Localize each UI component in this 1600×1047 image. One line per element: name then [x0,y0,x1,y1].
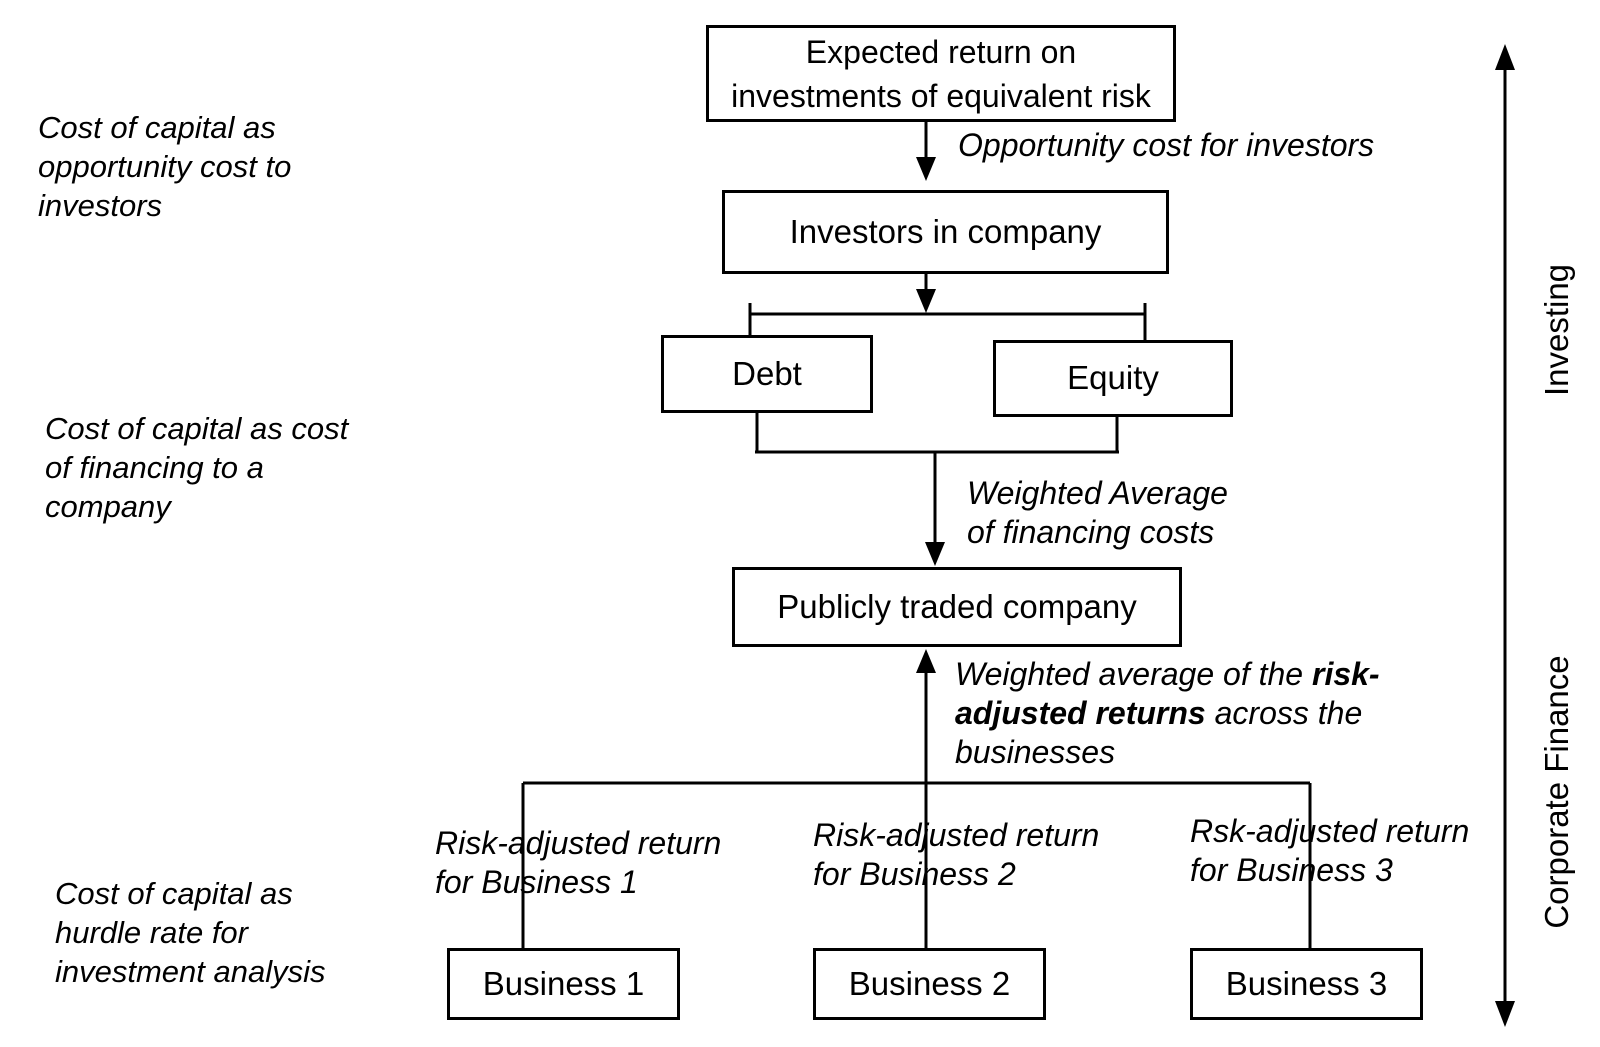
label-return-business-3-line1: Rsk-adjusted return [1190,813,1470,849]
label-wacc-line1: Weighted Average [967,475,1228,511]
label-risk-adjusted-average: Weighted average of the risk- adjusted r… [955,655,1380,772]
axis-label-corporate-finance: Corporate Finance [1538,655,1575,929]
box-equity-label: Equity [1067,359,1159,397]
box-debt: Debt [661,335,873,413]
box-publicly-traded: Publicly traded company [732,567,1182,647]
side-label-opportunity-line2: opportunity cost to [38,149,292,184]
side-label-hurdle-line2: hurdle rate for [55,915,248,950]
box-business-2-label: Business 2 [848,964,1011,1002]
label-return-business-2-line1: Risk-adjusted return [813,817,1100,853]
arrowhead-bracket [916,289,936,313]
label-risk-adjusted-line1-bold: risk- [1311,656,1380,692]
side-label-financing-line1: Cost of capital as cost [45,411,349,446]
box-investors: Investors in company [722,190,1169,274]
label-return-business-3: Rsk-adjusted return for Business 3 [1190,812,1469,890]
box-business-2: Business 2 [813,948,1046,1020]
box-business-1: Business 1 [447,948,680,1020]
side-label-opportunity-line1: Cost of capital as [38,110,276,145]
arrowhead-axis-top [1495,44,1515,70]
side-label-opportunity-line3: investors [38,188,163,223]
box-business-3-label: Business 3 [1225,964,1388,1002]
box-expected-return-line2: investments of equivalent risk [731,77,1151,114]
label-risk-adjusted-average-line3: businesses [955,734,1116,770]
side-label-hurdle-line3: investment analysis [55,954,326,989]
box-equity: Equity [993,340,1233,417]
arrowhead-company-down [925,542,945,566]
label-opportunity-cost: Opportunity cost for investors [958,127,1375,163]
box-business-3: Business 3 [1190,948,1423,1020]
box-investors-label: Investors in company [789,212,1102,250]
box-business-1-label: Business 1 [482,964,645,1002]
label-wacc-line2: of financing costs [967,514,1215,550]
arrowhead-investors [916,157,936,181]
label-risk-adjusted-average-line1: Weighted average of the risk- [955,655,1380,694]
line-businesses-top [521,781,1312,948]
box-expected-return-line1: Expected return on [805,33,1077,70]
box-debt-label: Debt [732,354,802,392]
bracket-debt-equity [748,303,1147,340]
side-label-hurdle: Cost of capital as hurdle rate for inves… [55,874,326,991]
side-label-financing: Cost of capital as cost of financing to … [45,409,348,526]
label-wacc: Weighted Average of financing costs [967,474,1228,552]
label-return-business-1-line2: for Business 1 [435,864,638,900]
label-return-business-1: Risk-adjusted return for Business 1 [435,824,721,902]
side-label-financing-line3: company [45,489,171,524]
merge-debt-equity [755,413,1119,454]
label-return-business-1-line1: Risk-adjusted return [435,825,722,861]
arrowhead-axis-bottom [1495,1001,1515,1027]
side-label-financing-line2: of financing to a [45,450,264,485]
side-label-hurdle-line1: Cost of capital as [55,876,293,911]
label-risk-adjusted-line2-normal: across the [1205,695,1363,731]
arrowhead-company-up [916,649,936,673]
axis-label-investing: Investing [1538,263,1575,397]
side-label-opportunity: Cost of capital as opportunity cost to i… [38,108,291,225]
label-return-business-2: Risk-adjusted return for Business 2 [813,816,1099,894]
label-risk-adjusted-line2-bold: adjusted returns [955,695,1206,731]
label-risk-adjusted-line1-normal: Weighted average of the [955,656,1312,692]
label-return-business-2-line2: for Business 2 [813,856,1016,892]
label-risk-adjusted-average-line2: adjusted returns across the [955,694,1380,733]
box-publicly-traded-label: Publicly traded company [777,587,1137,625]
label-return-business-3-line2: for Business 3 [1190,852,1393,888]
box-expected-return: Expected return on investments of equiva… [706,25,1176,122]
